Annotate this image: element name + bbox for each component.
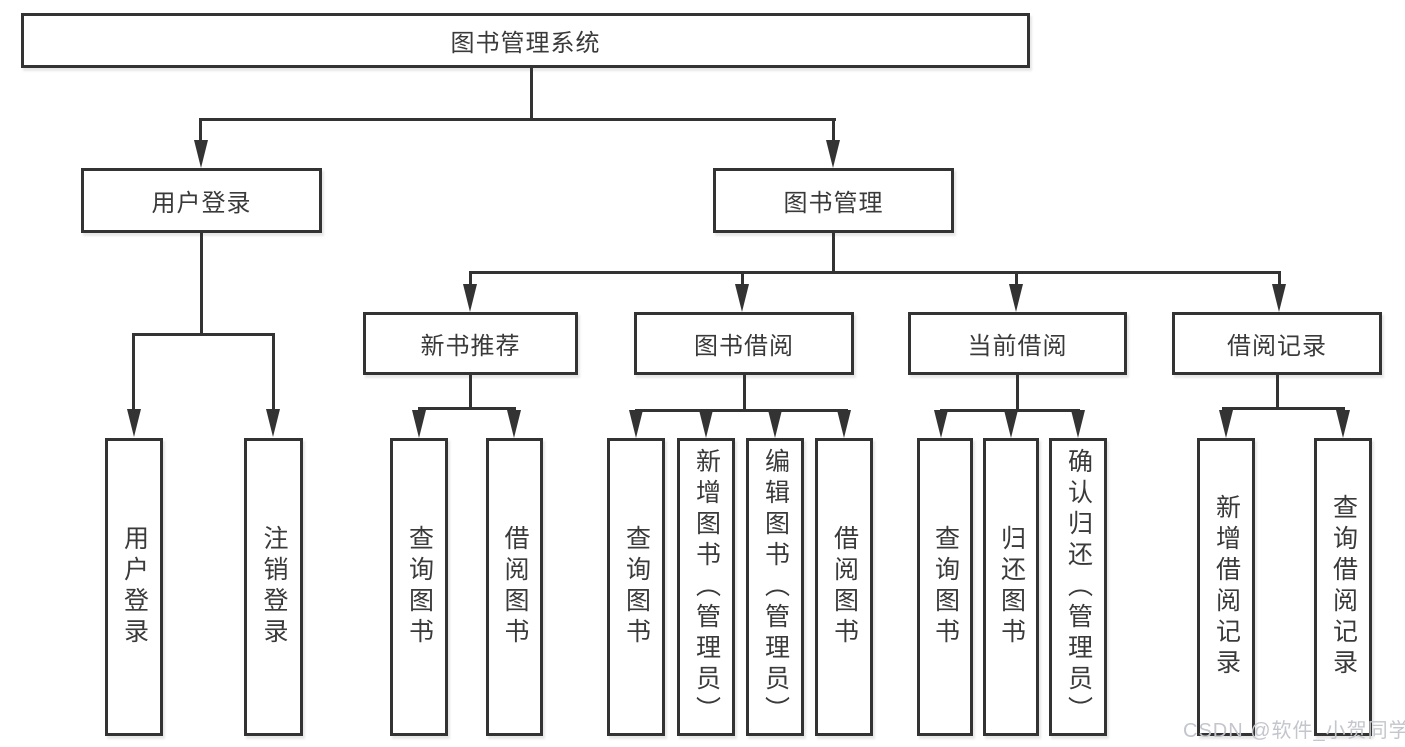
node-label: 用户登录 — [151, 190, 252, 217]
connector-line — [199, 118, 202, 142]
leaf-cb-return-books: 归还图书 — [983, 438, 1039, 736]
node-label: 借阅图书 — [501, 525, 529, 649]
node-label: 新增借阅记录 — [1212, 494, 1241, 680]
arrowhead-down-icon — [837, 410, 851, 438]
node-label: 新书推荐 — [420, 333, 521, 360]
leaf-rec-query-books: 查询图书 — [390, 438, 448, 736]
arrowhead-down-icon — [127, 409, 141, 437]
connector-line — [635, 409, 848, 412]
node-book-borrowing: 图书借阅 — [634, 312, 854, 375]
connector-line — [200, 233, 203, 336]
arrowhead-down-icon — [463, 284, 477, 312]
arrowhead-down-icon — [1004, 410, 1018, 438]
connector-line — [832, 118, 835, 142]
leaf-logout: 注销登录 — [244, 438, 303, 736]
connector-line — [1278, 271, 1281, 286]
connector-line — [1276, 375, 1279, 410]
connector-line — [741, 271, 744, 286]
arrowhead-down-icon — [826, 140, 840, 168]
arrowhead-down-icon — [1009, 284, 1023, 312]
arrowhead-down-icon — [1336, 410, 1350, 438]
leaf-user-login: 用户登录 — [105, 438, 163, 736]
arrowhead-down-icon — [412, 410, 426, 438]
arrowhead-down-icon — [629, 410, 643, 438]
connector-line — [132, 333, 135, 411]
leaf-br-add-record: 新增借阅记录 — [1197, 438, 1255, 736]
arrowhead-down-icon — [194, 140, 208, 168]
connector-line — [1222, 407, 1345, 410]
node-borrow-records: 借阅记录 — [1172, 312, 1382, 375]
csdn-watermark: CSDN @软件_小贺同学 — [1183, 720, 1405, 742]
arrowhead-down-icon — [699, 410, 713, 438]
node-label: 查询借阅记录 — [1329, 494, 1358, 680]
node-label: 新增图书（管理员） — [692, 447, 721, 727]
connector-line — [272, 333, 275, 411]
connector-line — [1015, 271, 1018, 286]
connector-line — [470, 271, 1281, 274]
connector-line — [743, 375, 746, 412]
node-label: 用户登录 — [120, 525, 149, 649]
leaf-rec-borrow-books: 借阅图书 — [486, 438, 543, 736]
leaf-bb-borrow-books: 借阅图书 — [815, 438, 873, 736]
node-label: 查询图书 — [405, 525, 434, 649]
node-label: 编辑图书（管理员） — [761, 447, 790, 727]
leaf-bb-edit-books-admin: 编辑图书（管理员） — [746, 438, 804, 736]
arrowhead-down-icon — [735, 284, 749, 312]
node-label: 查询图书 — [931, 525, 960, 649]
leaf-cb-query-books: 查询图书 — [917, 438, 973, 736]
node-label: 归还图书 — [997, 525, 1026, 649]
leaf-cb-confirm-return-admin: 确认归还（管理员） — [1049, 438, 1107, 736]
node-current-borrowing: 当前借阅 — [908, 312, 1127, 375]
node-label: 当前借阅 — [967, 333, 1068, 360]
node-label: 图书借阅 — [694, 333, 794, 360]
node-book-management: 图书管理 — [713, 168, 954, 233]
connector-line — [832, 233, 835, 271]
node-library-management-system: 图书管理系统 — [21, 13, 1030, 68]
node-new-book-recommend: 新书推荐 — [363, 312, 578, 375]
connector-line — [1016, 375, 1019, 412]
connector-line — [133, 333, 275, 336]
arrowhead-down-icon — [507, 410, 521, 438]
connector-line — [469, 271, 472, 286]
connector-line — [530, 68, 533, 121]
arrowhead-down-icon — [768, 410, 782, 438]
node-user-login: 用户登录 — [81, 168, 322, 233]
node-label: 图书管理系统 — [450, 30, 601, 57]
arrowhead-down-icon — [1071, 410, 1085, 438]
arrowhead-down-icon — [266, 409, 280, 437]
node-label: 确认归还（管理员） — [1064, 447, 1093, 727]
arrowhead-down-icon — [1272, 284, 1286, 312]
node-label: 借阅记录 — [1227, 333, 1327, 360]
arrowhead-down-icon — [934, 410, 948, 438]
connector-line — [469, 375, 472, 410]
leaf-bb-add-books-admin: 新增图书（管理员） — [677, 438, 735, 736]
node-label: 注销登录 — [260, 525, 288, 649]
node-label: 查询图书 — [622, 525, 651, 649]
leaf-br-query-record: 查询借阅记录 — [1314, 438, 1372, 736]
connector-line — [200, 118, 836, 121]
node-label: 借阅图书 — [830, 525, 859, 649]
node-label: 图书管理 — [783, 190, 884, 217]
connector-line — [418, 407, 516, 410]
arrowhead-down-icon — [1219, 410, 1233, 438]
leaf-bb-query-books: 查询图书 — [607, 438, 665, 736]
